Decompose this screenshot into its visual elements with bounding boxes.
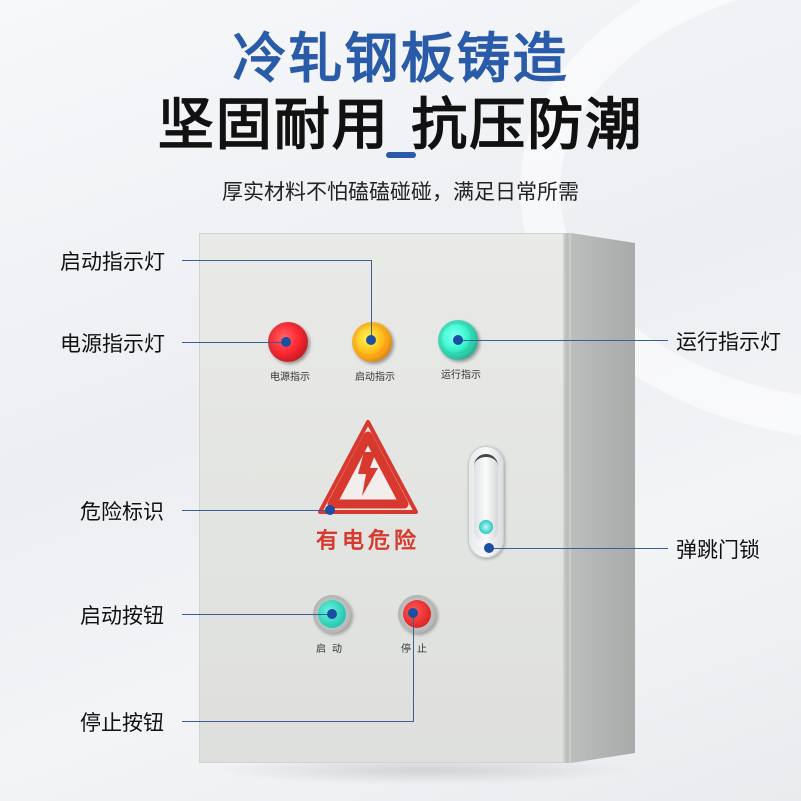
callout-line-run-indicator — [458, 340, 668, 341]
danger-sign-text: 有电危险 — [316, 529, 421, 554]
callout-line-stop-button-v — [413, 614, 414, 722]
cabinet-side-panel — [571, 233, 635, 763]
callout-dot-start-indicator — [366, 335, 376, 345]
callout-line-power-indicator — [182, 342, 286, 343]
callout-dot-run — [453, 335, 463, 345]
high-voltage-warning-icon — [318, 420, 418, 514]
callout-line-start-button — [182, 614, 330, 615]
callout-start-button: 启动按钮 — [80, 604, 164, 628]
callout-line-start-indicator-v — [371, 260, 372, 340]
subtitle: 厚实材料不怕磕磕碰碰，满足日常所需 — [222, 180, 579, 204]
callout-stop-button: 停止按钮 — [80, 711, 164, 735]
headline-secondary: 坚固耐用 抗压防潮 — [157, 93, 644, 158]
cabinet-door-edge — [563, 233, 571, 763]
callout-run-indicator: 运行指示灯 — [676, 330, 781, 354]
start-button-label: 启动 — [316, 644, 348, 655]
callout-line-start-indicator — [182, 260, 372, 261]
callout-dot-start-button — [327, 609, 337, 619]
title-divider — [386, 152, 416, 158]
callout-power-indicator: 电源指示灯 — [60, 332, 165, 356]
callout-dot-stop-button — [408, 608, 418, 618]
callout-dot-lock — [484, 543, 494, 553]
run-indicator-label: 运行指示 — [441, 370, 481, 381]
headline-primary: 冷轧钢板铸造 — [232, 27, 569, 90]
spring-door-lock[interactable] — [468, 446, 504, 558]
callout-line-danger-sign — [182, 510, 330, 511]
callout-line-spring-lock — [490, 548, 668, 549]
callout-dot-danger — [325, 505, 335, 515]
callout-spring-lock: 弹跳门锁 — [676, 538, 760, 562]
start-indicator-label: 启动指示 — [355, 372, 395, 383]
callout-danger-sign: 危险标识 — [80, 500, 164, 524]
callout-dot-power — [281, 337, 291, 347]
power-indicator-label: 电源指示 — [270, 372, 310, 383]
keyhole-icon — [479, 520, 493, 534]
callout-start-indicator: 启动指示灯 — [60, 250, 165, 274]
callout-line-stop-button — [182, 721, 414, 722]
stop-button-label: 停止 — [401, 644, 433, 655]
